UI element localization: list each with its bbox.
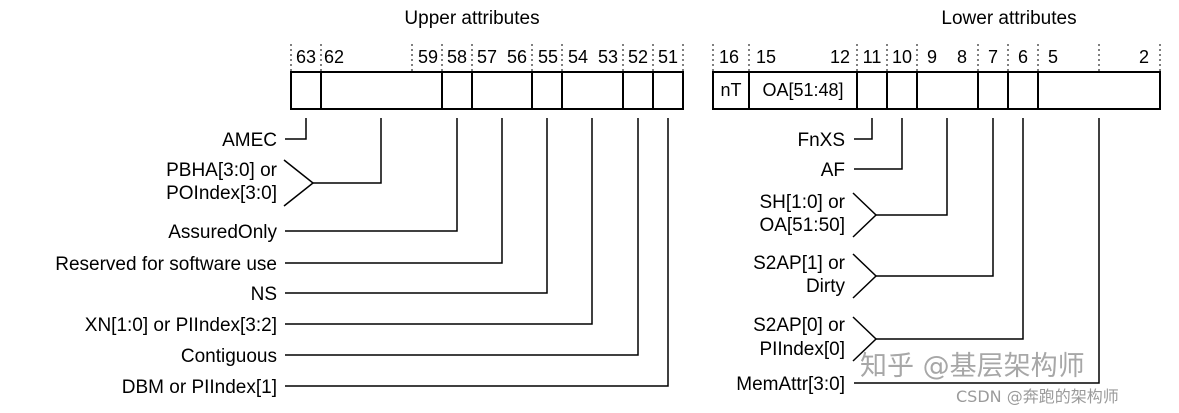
lower-field-memattr (1037, 71, 1161, 110)
label-ns: NS (251, 284, 277, 305)
upper-bit-numbers: 63 62 59 58 57 56 55 54 53 52 51 (296, 47, 678, 67)
lower-bit-16: 16 (719, 47, 739, 67)
lower-bit-5: 5 (1048, 47, 1058, 67)
label-fnxs: FnXS (797, 130, 845, 151)
upper-field-assuredonly (441, 71, 473, 110)
lower-leader-lines (852, 118, 1100, 384)
upper-field-amec (290, 71, 322, 110)
watermark-zhihu: 知乎 @基层架构师 (860, 351, 1085, 382)
upper-field-ns (531, 71, 563, 110)
upper-attributes-title: Upper attributes (404, 8, 539, 29)
label-assuredonly: AssuredOnly (168, 222, 277, 243)
label-s2ap1-line1: S2AP[1] or (753, 253, 846, 274)
label-dbm: DBM or PIIndex[1] (122, 377, 277, 398)
lower-attributes-title: Lower attributes (941, 8, 1076, 29)
label-amec: AMEC (222, 130, 277, 151)
upper-leader-lines (283, 118, 669, 387)
label-s2ap0-line1: S2AP[0] or (753, 315, 846, 336)
lower-bit-12: 12 (830, 47, 850, 67)
lower-bit-9: 9 (927, 47, 937, 67)
upper-bit-55: 55 (538, 47, 558, 67)
cell-oa: OA[51:48] (762, 80, 843, 100)
label-pbha-line2: POIndex[3:0] (166, 183, 277, 204)
upper-field-xn (561, 71, 624, 110)
lower-bit-15: 15 (756, 47, 776, 67)
label-memattr: MemAttr[3:0] (736, 374, 845, 395)
lower-field-oa (748, 71, 858, 110)
upper-bit-57: 57 (477, 47, 497, 67)
label-sh-line2: OA[51:50] (759, 215, 845, 236)
upper-bit-59: 59 (418, 47, 438, 67)
label-contiguous: Contiguous (181, 346, 277, 367)
upper-bit-54: 54 (568, 47, 588, 67)
label-xn: XN[1:0] or PIIndex[3:2] (85, 315, 277, 336)
upper-bit-58: 58 (447, 47, 467, 67)
lower-field-af (886, 71, 918, 110)
cell-nt: nT (720, 80, 741, 100)
lower-bit-11: 11 (863, 47, 882, 67)
lower-field-labels: FnXS AF SH[1:0] or OA[51:50] S2AP[1] or … (736, 130, 845, 395)
lower-bit-numbers: 16 15 12 11 10 9 8 7 6 5 2 (719, 47, 1149, 67)
upper-field-contiguous (622, 71, 654, 110)
label-af: AF (821, 160, 845, 181)
watermark-csdn: CSDN @奔跑的架构师 (956, 387, 1119, 406)
label-s2ap1-line2: Dirty (806, 276, 846, 297)
lower-field-sh (916, 71, 979, 110)
upper-bit-56: 56 (507, 47, 527, 67)
upper-bit-51: 51 (658, 47, 678, 67)
upper-field-reserved (471, 71, 533, 110)
lower-register: nT OA[51:48] (712, 71, 1161, 110)
upper-register (290, 71, 684, 110)
label-reserved-software: Reserved for software use (55, 254, 277, 275)
lower-bit-2: 2 (1139, 47, 1149, 67)
label-pbha-line1: PBHA[3:0] or (166, 160, 278, 181)
upper-bit-62: 62 (324, 47, 344, 67)
lower-field-s2ap0 (1007, 71, 1039, 110)
lower-field-s2ap1 (977, 71, 1009, 110)
upper-bit-53: 53 (598, 47, 618, 67)
lower-bit-10: 10 (892, 47, 912, 67)
watermark: 知乎 @基层架构师 CSDN @奔跑的架构师 (860, 351, 1119, 406)
upper-bit-63: 63 (296, 47, 316, 67)
upper-field-labels: AMEC PBHA[3:0] or POIndex[3:0] AssuredOn… (55, 130, 277, 398)
label-sh-line1: SH[1:0] or (759, 192, 845, 213)
lower-bit-6: 6 (1018, 47, 1028, 67)
upper-field-dbm (652, 71, 684, 110)
upper-bit-52: 52 (628, 47, 648, 67)
upper-field-pbha (320, 71, 443, 110)
lower-bit-8: 8 (957, 47, 967, 67)
label-s2ap0-line2: PIIndex[0] (759, 339, 845, 360)
lower-field-fnxs (856, 71, 888, 110)
lower-bit-7: 7 (988, 47, 998, 67)
lower-field-nt (712, 71, 750, 110)
